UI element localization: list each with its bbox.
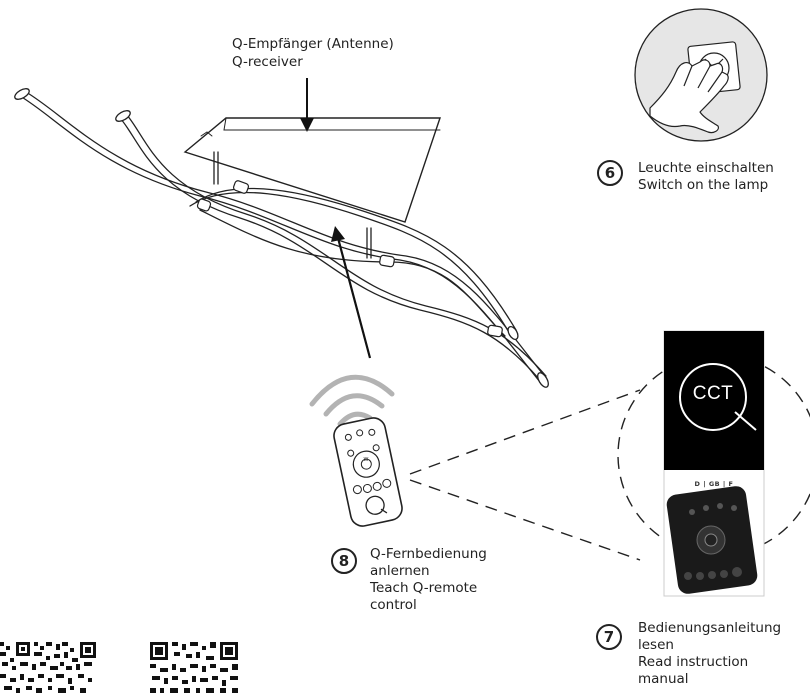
pointer-dashes <box>409 389 641 561</box>
step-8-label-en-1: Teach Q-remote <box>370 580 478 596</box>
qr-code-icon <box>0 642 96 693</box>
wifi-signal-icon <box>309 374 395 427</box>
receiver-label-de: Q-Empfänger (Antenne) <box>232 36 394 52</box>
arrow-down-icon <box>300 78 314 132</box>
step-8-label-de-2: anlernen <box>370 563 430 579</box>
step-8-badge: 8 <box>331 548 357 574</box>
step-6-label-en: Switch on the lamp <box>638 177 769 193</box>
manual-language-codes: D | GB | F <box>694 480 734 488</box>
step-7-label-en-1: Read instruction <box>638 654 749 670</box>
step-7-label-de-2: lesen <box>638 637 674 653</box>
hand-icon <box>649 59 729 134</box>
step-6-badge: 6 <box>597 160 623 186</box>
manual-brand-label: CCT <box>692 383 734 404</box>
step-8-label-en-2: control <box>370 597 417 613</box>
receiver-label-en: Q-receiver <box>232 54 303 70</box>
remote-center-key: W <box>364 457 369 463</box>
remote-control-icon <box>333 417 403 527</box>
step-6-label-de: Leuchte einschalten <box>638 160 774 176</box>
arrow-up-icon <box>331 226 372 359</box>
ceiling-lamp-illustration <box>14 88 549 388</box>
qr-code-icon <box>150 642 238 693</box>
step-8-label-de-1: Q-Fernbedienung <box>370 546 487 562</box>
wall-switch-illustration <box>634 8 768 142</box>
step-7-label-en-2: manual <box>638 671 689 687</box>
step-7-label-de-1: Bedienungsanleitung <box>638 620 782 636</box>
cct-logo-ring <box>679 363 747 431</box>
ceiling-base <box>183 117 441 223</box>
step-7-badge: 7 <box>596 624 622 650</box>
